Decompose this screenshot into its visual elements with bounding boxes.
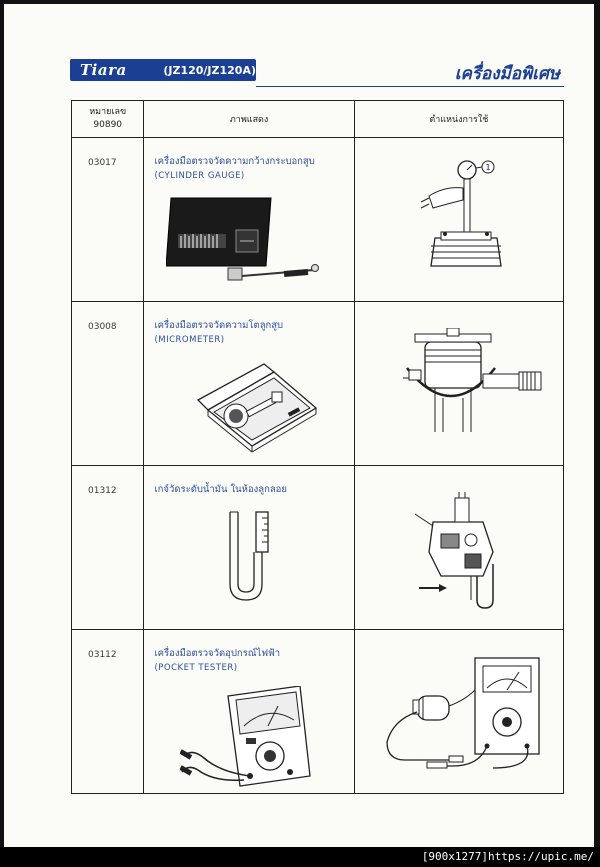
pocket-tester-icon	[180, 686, 312, 787]
code-header-line2: 90890	[93, 120, 123, 130]
tool-picture-cell: เครื่องมือตรวจวัดความกว้างกระบอกสูบ (CYL…	[143, 137, 355, 302]
cylinder-gauge-usage-icon: 1	[420, 160, 502, 267]
tool-name-th: เครื่องมือตรวจวัดอุปกรณ์ไฟฟ้า	[154, 648, 281, 659]
page-title: เครื่องมือพิเศษ	[454, 64, 560, 84]
special-tools-table: หมายเลข 90890 ภาพแสดง ตำแหน่งการใช้ 0301…	[70, 100, 565, 794]
tool-picture-cell: เกจ์วัดระดับน้ำมัน ในห้องลูกลอย	[143, 465, 355, 630]
tool-name-en: (CYLINDER GAUGE)	[154, 171, 245, 181]
image-host-text: [900x1277]https://upic.me/	[421, 850, 594, 863]
tool-code: 03017	[88, 158, 117, 168]
tool-name-en: (POCKET TESTER)	[154, 663, 238, 673]
tool-picture-cell: เครื่องมือตรวจวัดความโตลูกสูบ (MICROMETE…	[143, 301, 355, 466]
micrometer-usage-icon	[402, 328, 542, 432]
pocket-tester-usage-icon	[386, 657, 540, 769]
brand-banner: Tiara (JZ120/JZ120A)	[70, 59, 256, 81]
table-header-row: หมายเลข 90890 ภาพแสดง ตำแหน่งการใช้	[70, 100, 565, 138]
tool-code: 03112	[88, 650, 117, 660]
tool-name-en: (MICROMETER)	[154, 335, 225, 345]
tool-name-th: เครื่องมือตรวจวัดความโตลูกสูบ	[154, 320, 284, 331]
u-tube-fuel-gauge-icon	[229, 511, 270, 601]
micrometer-case-icon	[197, 363, 318, 453]
manual-page: Tiara (JZ120/JZ120A) เครื่องมือพิเศษ หมา…	[4, 4, 594, 847]
model-code: (JZ120/JZ120A)	[163, 63, 256, 77]
usage-picture-cell	[353, 465, 565, 630]
table-row: 03008 เครื่องมือตรวจวัดความโตลูกสูบ (MIC…	[70, 301, 565, 466]
tool-code: 01312	[88, 486, 117, 496]
page-header: Tiara (JZ120/JZ120A) เครื่องมือพิเศษ	[70, 56, 564, 90]
tool-name-th: เครื่องมือตรวจวัดความกว้างกระบอกสูบ	[154, 156, 315, 167]
tool-name-th: เกจ์วัดระดับน้ำมัน ในห้องลูกลอย	[154, 484, 287, 495]
column-header-code: หมายเลข 90890	[70, 100, 145, 138]
cylinder-gauge-case-icon	[166, 197, 320, 281]
image-host-caption: [900x1277]https://upic.me/	[0, 847, 600, 867]
code-header-line1: หมายเลข	[89, 107, 127, 117]
table-row: 03112 เครื่องมือตรวจวัดอุปกรณ์ไฟฟ้า (POC…	[70, 629, 565, 794]
column-header-picture: ภาพแสดง	[143, 100, 355, 138]
carburetor-fuel-level-usage-icon	[414, 492, 494, 609]
usage-picture-cell	[353, 301, 565, 466]
tool-code: 03008	[88, 322, 117, 332]
column-header-usage: ตำแหน่งการใช้	[353, 100, 565, 138]
tool-picture-cell: เครื่องมือตรวจวัดอุปกรณ์ไฟฟ้า (POCKET TE…	[143, 629, 355, 794]
header-rule	[256, 86, 564, 87]
svg-text:1: 1	[485, 163, 490, 172]
usage-picture-cell	[353, 629, 565, 794]
usage-picture-cell: 1	[353, 137, 565, 302]
table-row: 01312 เกจ์วัดระดับน้ำมัน ในห้องลูกลอย	[70, 465, 565, 630]
table-row: 03017 เครื่องมือตรวจวัดความกว้างกระบอกสู…	[70, 137, 565, 302]
brand-logo: Tiara	[80, 61, 127, 79]
